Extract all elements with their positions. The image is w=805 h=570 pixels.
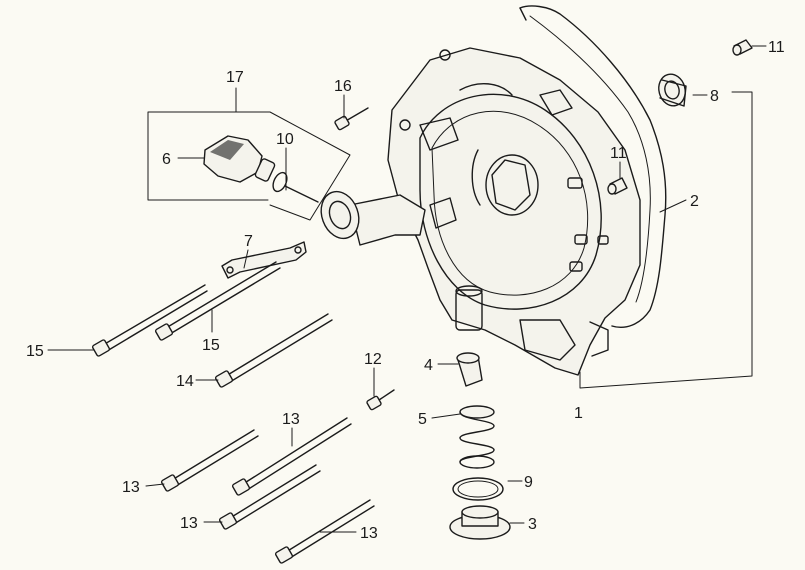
callout-15-right: 15 [202,337,220,354]
bolt-12 [366,389,395,411]
callout-5: 5 [418,411,427,428]
callout-15-left: 15 [26,343,44,360]
bracket [221,241,307,279]
callout-2: 2 [690,193,699,210]
callout-12: 12 [364,351,382,368]
callout-14: 14 [176,373,194,390]
callout-4: 4 [424,357,433,374]
o-ring [452,477,504,501]
dowel-pin-top [732,39,753,56]
callout-13-a: 13 [122,479,140,496]
crankcase-cover [320,47,641,376]
bolt-13-b [231,417,352,496]
callout-16: 16 [334,78,352,95]
callout-10: 10 [276,131,294,148]
callout-9: 9 [524,474,533,491]
callout-labels: 1 2 3 4 5 6 7 8 9 10 11 11 12 13 13 13 1… [26,39,785,542]
oil-seal [658,73,687,107]
dowel-pin-cover [607,177,628,195]
callout-7: 7 [244,233,253,250]
spring [459,405,495,469]
callout-13-b: 13 [282,411,300,428]
strainer-cap [456,352,483,387]
callout-8: 8 [710,88,719,105]
callout-3: 3 [528,516,537,533]
bolt-16 [334,107,369,131]
drain-plug [449,505,511,540]
bolt-15-left [91,284,208,357]
callout-11-cover: 11 [610,145,627,162]
callout-17: 17 [226,69,244,86]
gasket [519,5,667,328]
bolt-13-c [218,464,321,530]
bolt-14 [214,313,333,388]
callout-13-c: 13 [180,515,198,532]
dipstick-assembly [147,111,351,221]
bolt-15-right [154,261,281,341]
callout-1: 1 [574,405,583,422]
leader-lines [47,45,767,533]
callout-11-top: 11 [768,39,785,56]
callout-6: 6 [162,151,171,168]
callout-13-d: 13 [360,525,378,542]
bolt-13-a [160,429,259,492]
